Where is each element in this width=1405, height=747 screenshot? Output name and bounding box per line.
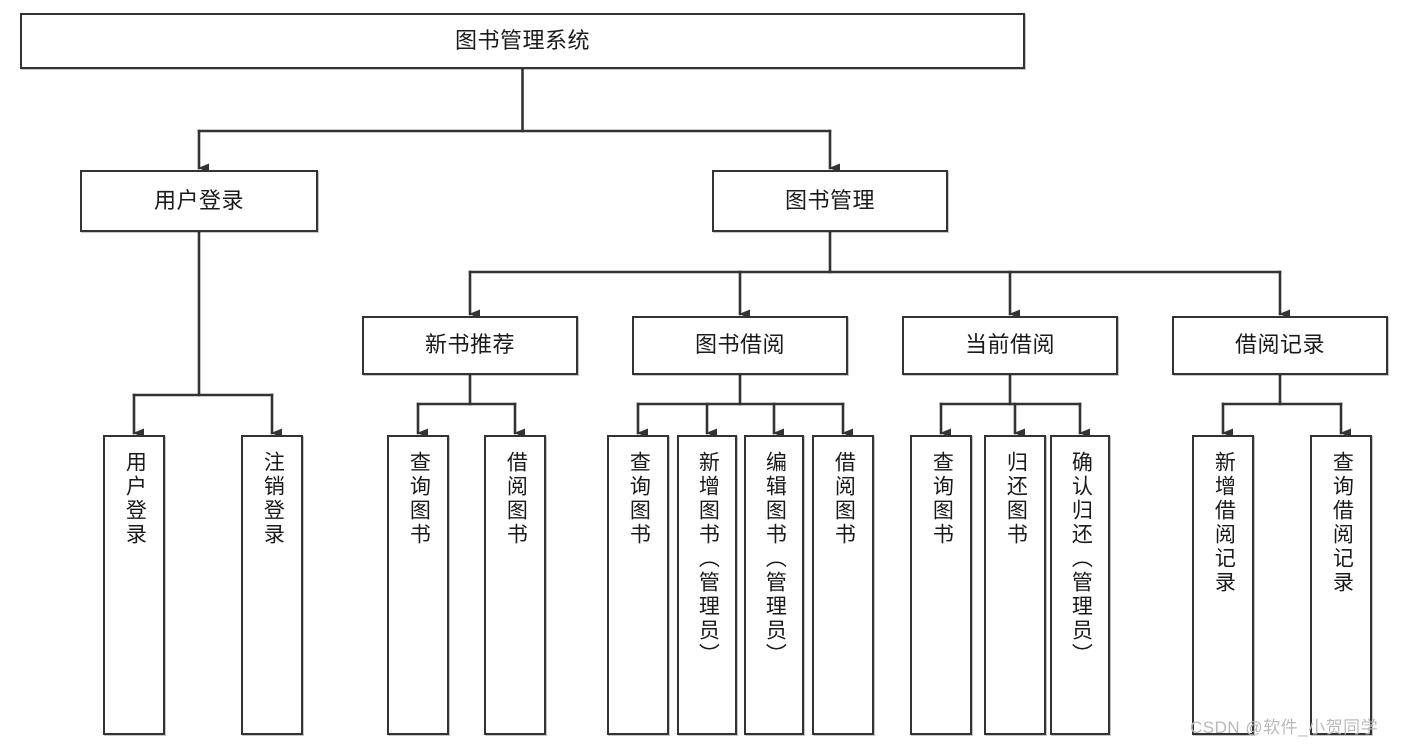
node-current-borrow[interactable]: 当前借阅 bbox=[902, 316, 1118, 375]
node-book-borrow-label: 图书借阅 bbox=[694, 332, 785, 358]
leaf-return-book[interactable]: 归还图书 bbox=[984, 435, 1046, 735]
leaf-add-record-label: 新增借阅记录 bbox=[1212, 451, 1236, 595]
csdn-watermark: CSDN @软件_小贺同学 bbox=[1190, 718, 1379, 737]
leaf-borrow-book-rec[interactable]: 借阅图书 bbox=[484, 435, 546, 735]
leaf-add-book-label: 新增图书（管理员） bbox=[696, 451, 720, 667]
node-root[interactable]: 图书管理系统 bbox=[20, 13, 1025, 69]
node-new-book-rec-label: 新书推荐 bbox=[424, 332, 515, 358]
leaf-borrow-book[interactable]: 借阅图书 bbox=[812, 435, 874, 735]
leaf-query-book-borrow[interactable]: 查询图书 bbox=[607, 435, 669, 735]
leaf-query-book-current[interactable]: 查询图书 bbox=[910, 435, 972, 735]
node-current-borrow-label: 当前借阅 bbox=[964, 332, 1055, 358]
leaf-query-book-rec-label: 查询图书 bbox=[407, 451, 431, 547]
leaf-edit-book-label: 编辑图书（管理员） bbox=[763, 451, 787, 667]
node-user-login[interactable]: 用户登录 bbox=[80, 170, 318, 232]
node-book-manage[interactable]: 图书管理 bbox=[712, 170, 948, 232]
leaf-query-book-borrow-label: 查询图书 bbox=[627, 451, 651, 547]
node-borrow-record-label: 借阅记录 bbox=[1234, 332, 1325, 358]
leaf-borrow-book-rec-label: 借阅图书 bbox=[504, 451, 528, 547]
leaf-query-record[interactable]: 查询借阅记录 bbox=[1310, 435, 1372, 735]
leaf-borrow-book-label: 借阅图书 bbox=[832, 451, 856, 547]
leaf-add-book[interactable]: 新增图书（管理员） bbox=[677, 435, 737, 735]
leaf-edit-book[interactable]: 编辑图书（管理员） bbox=[744, 435, 804, 735]
node-book-manage-label: 图书管理 bbox=[784, 187, 875, 213]
leaf-query-book-current-label: 查询图书 bbox=[930, 451, 954, 547]
node-new-book-rec[interactable]: 新书推荐 bbox=[362, 316, 578, 375]
leaf-confirm-return-label: 确认归还（管理员） bbox=[1069, 451, 1093, 667]
leaf-confirm-return[interactable]: 确认归还（管理员） bbox=[1050, 435, 1110, 735]
leaf-user-login[interactable]: 用户登录 bbox=[103, 435, 165, 735]
node-book-borrow[interactable]: 图书借阅 bbox=[632, 316, 848, 375]
leaf-add-record[interactable]: 新增借阅记录 bbox=[1192, 435, 1254, 735]
node-user-login-label: 用户登录 bbox=[153, 187, 244, 213]
leaf-query-book-rec[interactable]: 查询图书 bbox=[387, 435, 449, 735]
node-root-label: 图书管理系统 bbox=[454, 27, 590, 53]
leaf-query-record-label: 查询借阅记录 bbox=[1330, 451, 1354, 595]
leaf-user-logout-label: 注销登录 bbox=[261, 451, 285, 547]
leaf-user-logout[interactable]: 注销登录 bbox=[241, 435, 303, 735]
leaf-return-book-label: 归还图书 bbox=[1004, 451, 1028, 547]
leaf-user-login-label: 用户登录 bbox=[123, 451, 147, 547]
node-borrow-record[interactable]: 借阅记录 bbox=[1172, 316, 1388, 375]
